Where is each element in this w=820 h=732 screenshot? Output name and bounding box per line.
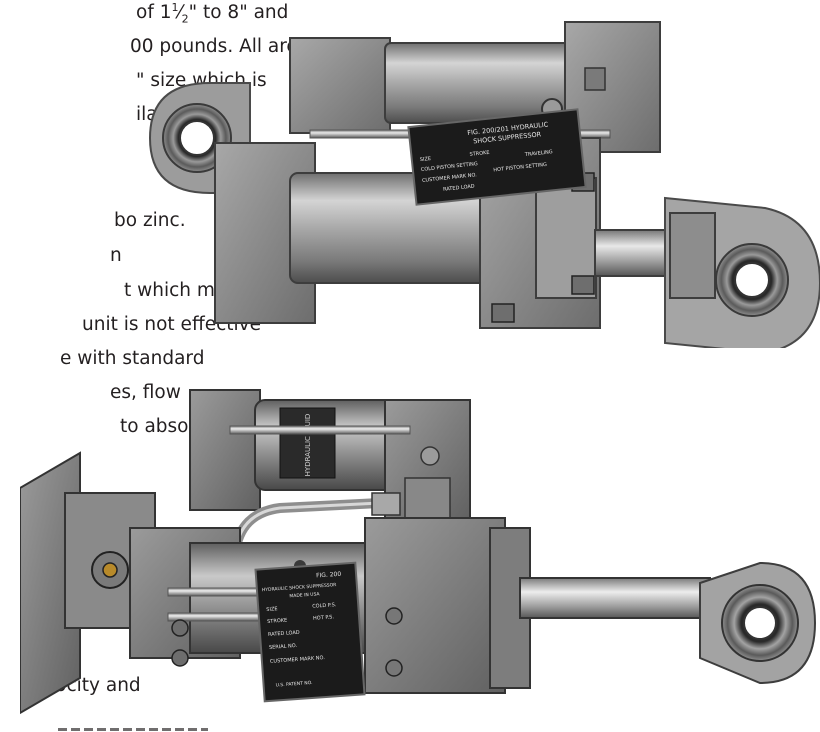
- name-plate: FIG. 200/201 HYDRAULIC SHOCK SUPPRESSOR …: [407, 108, 587, 206]
- plate-field-customer: CUSTOMER MARK NO.: [422, 172, 478, 184]
- text-line-5: bo zinc.: [114, 210, 186, 231]
- plate-title: HYDRAULIC SHOCK SUPPRESSOR: [262, 582, 337, 593]
- plate-field-rated-load: RATED LOAD: [268, 630, 300, 638]
- tank-label: HYDRAULIC FLUID: [304, 414, 312, 477]
- rod-end-eye: [699, 561, 817, 685]
- pipe-fitting: [371, 492, 401, 516]
- cropped-text-line: [58, 722, 208, 732]
- plate-patent: U.S. PATENT NO.: [275, 680, 312, 689]
- text-line-10: es, flow: [110, 382, 181, 403]
- upper-reservoir-cylinder: [289, 21, 661, 153]
- plate-field-hot: HOT P.S.: [313, 614, 335, 621]
- right-clevis-eye: [664, 196, 820, 348]
- text-line-6: n: [110, 245, 122, 266]
- plate-field-cold: COLD PISTON SETTING: [421, 161, 479, 173]
- shock-suppressor-fig-200-201-photo: FIG. 200/201 HYDRAULIC SHOCK SUPPRESSOR …: [148, 21, 820, 348]
- fraction-numerator: 1: [171, 0, 179, 14]
- name-plate: FIG. 200 HYDRAULIC SHOCK SUPPRESSOR MADE…: [254, 561, 366, 703]
- text-line-1-post: " to 8" and: [188, 2, 289, 23]
- shock-suppressor-fig-200-photo: HYDRAULIC FLUID: [20, 389, 817, 715]
- plate-field-customer: CUSTOMER MARK NO.: [270, 655, 326, 665]
- plate-fig-label: FIG. 200: [316, 571, 342, 580]
- text-line-1-pre: of 1: [136, 2, 172, 23]
- plate-field-hot: HOT PISTON SETTING: [493, 162, 547, 174]
- plate-field-size: SIZE: [266, 606, 278, 613]
- text-line-11: to absorb: [120, 416, 208, 437]
- fraction-denominator: 2: [181, 12, 189, 26]
- plate-field-size: SIZE: [420, 156, 432, 163]
- plate-field-stroke: STROKE: [267, 618, 287, 625]
- plate-field-stroke: STROKE: [469, 150, 490, 158]
- text-line-2: 00 pounds. All are: [130, 36, 298, 57]
- plate-field-rated-load: RATED LOAD: [443, 183, 475, 192]
- text-line-9: e with standard: [60, 348, 205, 369]
- plate-field-serial: SERIAL NO.: [269, 643, 298, 651]
- plate-made-in: MADE IN USA: [289, 591, 320, 599]
- piston-rod: [519, 577, 711, 619]
- plate-field-traveling: TRAVELING: [524, 149, 553, 158]
- plate-field-cold: COLD P.S.: [312, 602, 337, 610]
- text-line-1: of 11⁄2" to 8" and: [136, 0, 289, 26]
